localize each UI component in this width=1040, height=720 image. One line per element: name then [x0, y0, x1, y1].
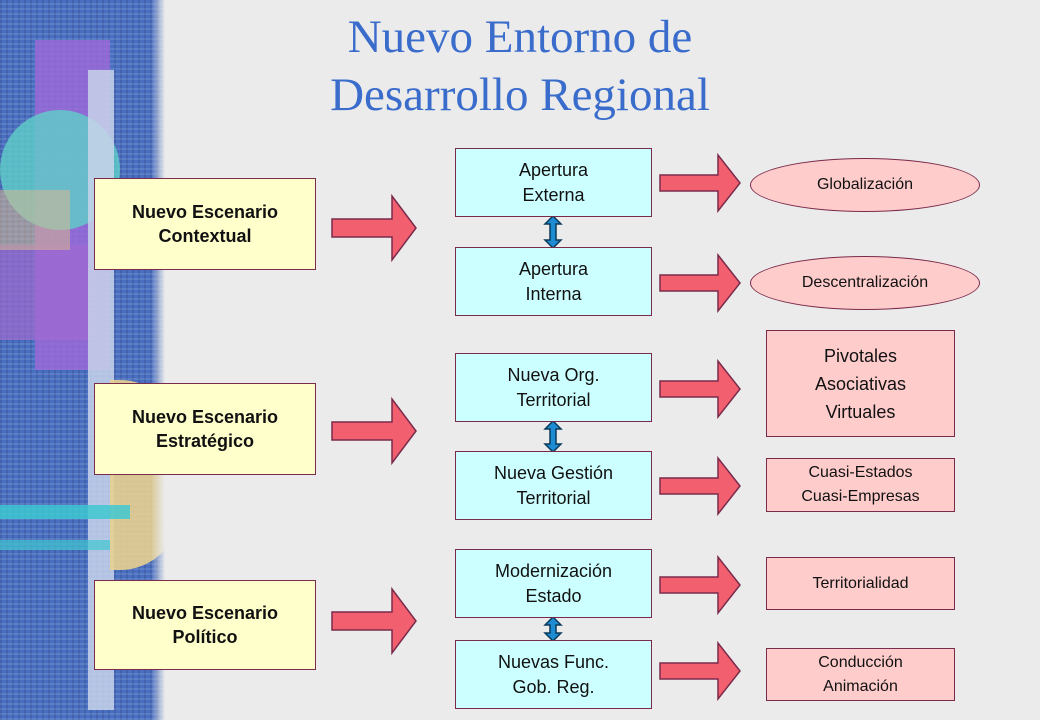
middle-box-nueva-gestion: Nueva Gestión Territorial	[455, 451, 652, 520]
result-box-cuasi: Cuasi-Estados Cuasi-Empresas	[766, 458, 955, 512]
middle-label: Nuevas Func. Gob. Reg.	[497, 651, 610, 697]
tan-block	[0, 190, 70, 250]
result-oval-descentralizacion: Descentralización	[750, 256, 980, 310]
middle-box-nueva-org: Nueva Org. Territorial	[455, 353, 652, 422]
connector-estado	[543, 615, 563, 643]
teal-bar-lower-2	[0, 540, 110, 550]
result-label: Globalización	[816, 176, 914, 193]
scenario-label: Nuevo Escenario Contextual	[131, 202, 279, 246]
arrow-nuevas-func	[659, 640, 741, 702]
purple-stripe-bottom	[0, 245, 95, 340]
middle-label: Apertura Externa	[518, 159, 589, 205]
scenario-label: Nuevo Escenario Político	[131, 603, 279, 647]
middle-label: Nueva Org. Territorial	[507, 364, 600, 410]
scenario-box-politico: Nuevo Escenario Político	[94, 580, 316, 670]
scenario-label: Nuevo Escenario Estratégico	[131, 407, 279, 451]
arrow-nueva-org	[659, 358, 741, 420]
result-box-territorialidad: Territorialidad	[766, 557, 955, 610]
result-label: Conducción Animación	[818, 653, 903, 695]
middle-label: Apertura Interna	[518, 258, 589, 304]
result-box-conduccion: Conducción Animación	[766, 648, 955, 701]
middle-box-apertura-interna: Apertura Interna	[455, 247, 652, 316]
result-label: Cuasi-Estados Cuasi-Empresas	[801, 464, 920, 505]
middle-box-nuevas-func: Nuevas Func. Gob. Reg.	[455, 640, 652, 709]
title-line-2: Desarrollo Regional	[330, 69, 710, 121]
arrow-modernizacion	[659, 554, 741, 616]
result-oval-globalizacion: Globalización	[750, 158, 980, 212]
arrow-nueva-gestion	[659, 455, 741, 517]
result-label: Descentralización	[801, 274, 929, 291]
arrow-apertura-externa	[659, 152, 741, 214]
connector-apertura	[543, 214, 563, 250]
connector-territorial	[543, 419, 563, 454]
arrow-contextual	[331, 193, 417, 263]
scenario-box-contextual: Nuevo Escenario Contextual	[94, 178, 316, 270]
teal-bar-lower	[0, 505, 130, 519]
middle-box-modernizacion: Modernización Estado	[455, 549, 652, 618]
arrow-apertura-interna	[659, 252, 741, 314]
result-box-pivotales: Pivotales Asociativas Virtuales	[766, 330, 955, 437]
decorative-sidebar	[0, 0, 165, 720]
result-label: Territorialidad	[812, 574, 909, 592]
arrow-estrategico	[331, 396, 417, 466]
middle-label: Modernización Estado	[494, 560, 613, 606]
middle-label: Nueva Gestión Territorial	[493, 462, 614, 508]
scenario-box-estrategico: Nuevo Escenario Estratégico	[94, 383, 316, 475]
middle-box-apertura-externa: Apertura Externa	[455, 148, 652, 217]
result-label: Pivotales Asociativas Virtuales	[814, 345, 907, 422]
arrow-politico	[331, 586, 417, 656]
title-line-1: Nuevo Entorno de	[347, 11, 693, 63]
page-title: Nuevo Entorno de Desarrollo Regional	[280, 8, 760, 124]
